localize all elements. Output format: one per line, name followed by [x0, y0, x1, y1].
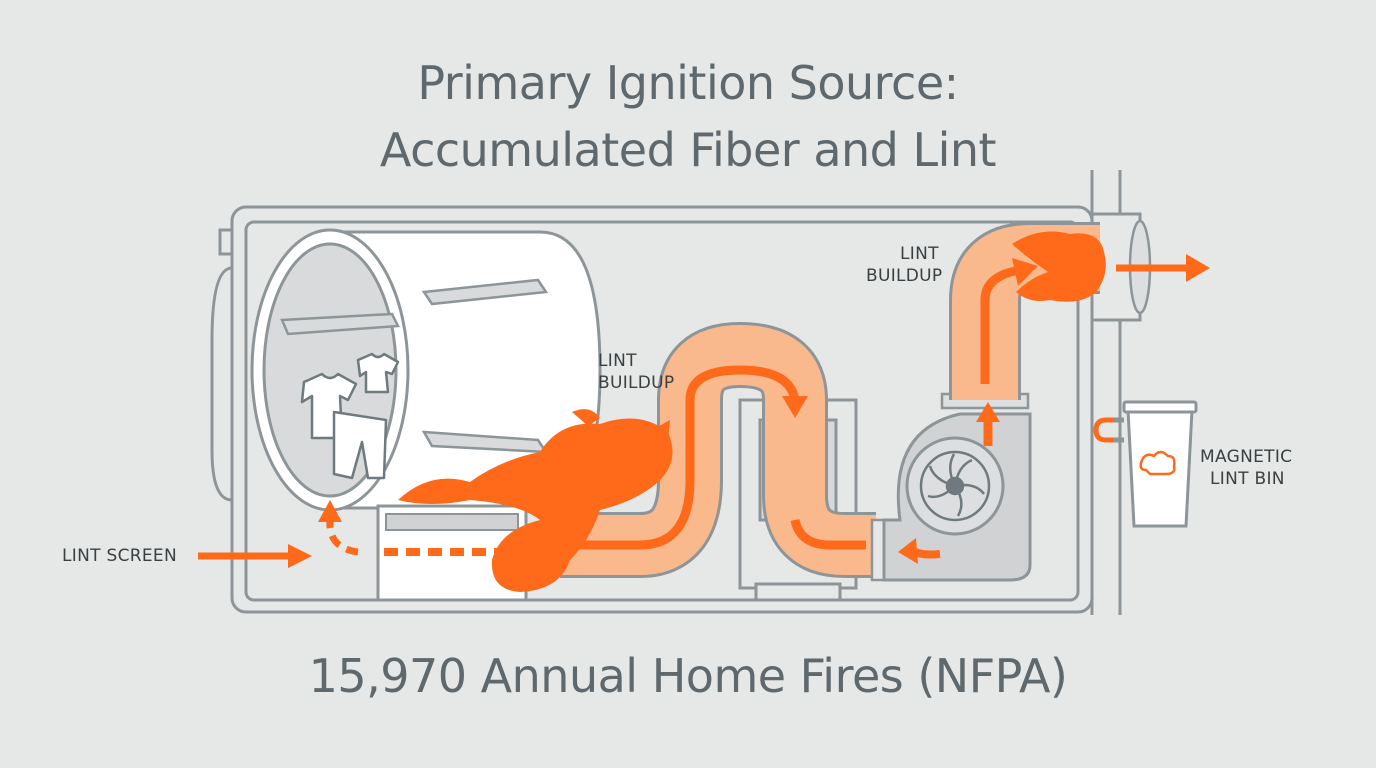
fan-icon [919, 450, 991, 522]
lint-screen-arrow [198, 544, 312, 568]
exhaust-arrow [1116, 254, 1210, 282]
s-duct [560, 321, 876, 578]
exhaust-duct [940, 219, 1152, 446]
magnetic-lint-bin [1093, 400, 1198, 528]
lint-cloud-icon [1139, 450, 1176, 476]
label-magnetic-lint-bin: MAGNETIC LINT BIN [1200, 447, 1293, 489]
t-shirt-icon [300, 372, 358, 440]
fire-statistic: 15,970 Annual Home Fires (NFPA) [308, 649, 1068, 703]
airflow-arrow-up-to-drum [318, 500, 359, 556]
label-lint-screen: LINT SCREEN [62, 546, 177, 566]
lint-accumulation-exhaust [1012, 231, 1106, 302]
magnet-icon [1093, 417, 1124, 443]
blower-housing [870, 412, 1032, 582]
title-line-2: Accumulated Fiber and Lint [379, 123, 997, 177]
label-lint-buildup-top: LINT BUILDUP [866, 244, 943, 286]
title-line-1: Primary Ignition Source: [417, 56, 959, 110]
pants-icon [332, 410, 388, 480]
label-lint-buildup-middle: LINT BUILDUP [598, 351, 675, 393]
lint-accumulation-main [398, 409, 673, 592]
t-shirt-icon [356, 352, 400, 394]
dryer-cabinet [210, 205, 1094, 614]
